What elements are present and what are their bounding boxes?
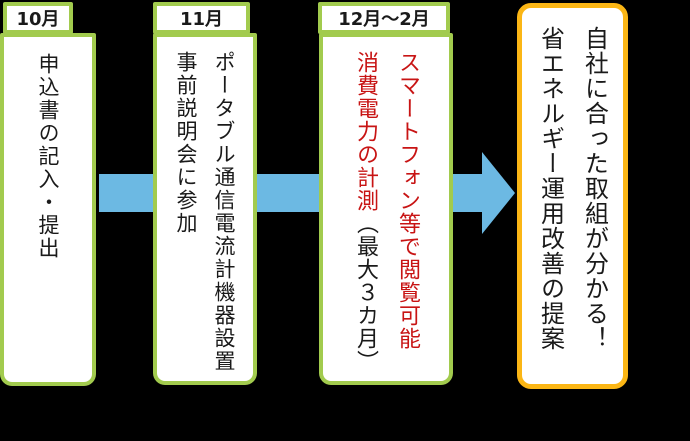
october-step-line: 申込書の記入・提出 (33, 53, 63, 260)
outcome-text: 自社に合った取組が分かる！ 省エネルギー運用改善の提案 (529, 26, 617, 351)
column-dec-feb-body: スマートフォン等で閲覧可能 消費電力の計測（最大３カ月） (319, 33, 453, 385)
november-step-text-2: 事前説明会に参加 (174, 51, 198, 235)
flow-arrow-head-icon (482, 152, 515, 234)
column-october-header-label: 10月 (16, 9, 60, 30)
column-november-body: ポータブル通信電流計機器設置 事前説明会に参加 (153, 33, 257, 385)
outcome-box: 自社に合った取組が分かる！ 省エネルギー運用改善の提案 (517, 3, 628, 389)
dec-feb-step-line-1: スマートフォン等で閲覧可能 (386, 51, 428, 373)
column-october-text: 申込書の記入・提出 (33, 53, 63, 260)
column-november-header: 11月 (153, 2, 250, 34)
november-step-text-1: ポータブル通信電流計機器設置 (212, 51, 236, 373)
column-november-header-label: 11月 (179, 9, 224, 30)
column-dec-feb-text: スマートフォン等で閲覧可能 消費電力の計測（最大３カ月） (344, 51, 428, 373)
dec-feb-step-text-2-note: （最大３カ月） (353, 212, 378, 373)
november-step-line-1: ポータブル通信電流計機器設置 (205, 51, 243, 373)
column-dec-feb-header-label: 12月～2月 (338, 9, 430, 30)
dec-feb-step-text-2-red: 消費電力の計測 (353, 51, 378, 212)
november-step-line-2: 事前説明会に参加 (167, 51, 205, 373)
outcome-text-1: 自社に合った取組が分かる！ (580, 26, 609, 351)
outcome-line-2: 省エネルギー運用改善の提案 (529, 26, 573, 351)
column-october-header: 10月 (3, 2, 73, 34)
column-october-body: 申込書の記入・提出 (0, 33, 96, 386)
column-november-text: ポータブル通信電流計機器設置 事前説明会に参加 (167, 51, 243, 373)
outcome-text-2: 省エネルギー運用改善の提案 (536, 26, 565, 351)
dec-feb-step-text-1: スマートフォン等で閲覧可能 (395, 51, 420, 350)
column-dec-feb-header: 12月～2月 (318, 2, 450, 34)
october-step-text: 申込書の記入・提出 (36, 53, 60, 260)
dec-feb-step-line-2: 消費電力の計測（最大３カ月） (344, 51, 386, 373)
outcome-line-1: 自社に合った取組が分かる！ (573, 26, 617, 351)
